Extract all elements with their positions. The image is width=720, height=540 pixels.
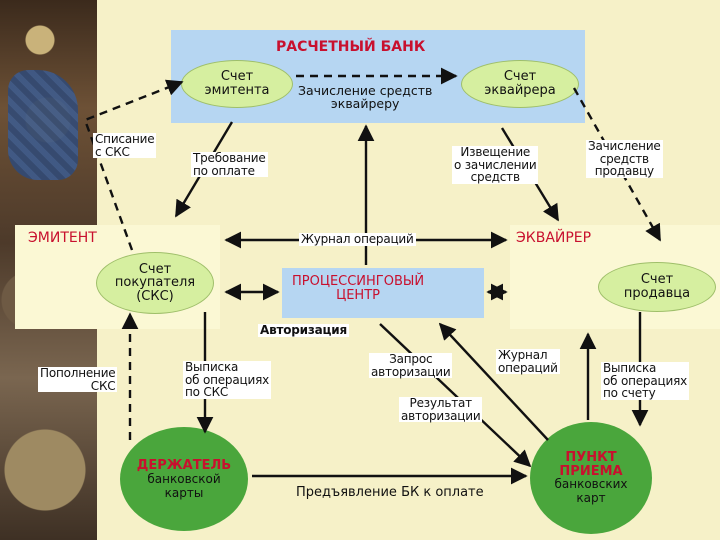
buyer-account-label: Счет покупателя (СКС) bbox=[114, 261, 196, 304]
label-write-off: Списание с СКС bbox=[93, 132, 157, 159]
acquirer-account-label: Счет эквайрера bbox=[484, 69, 556, 98]
seller-account-label: Счет продавца bbox=[623, 272, 691, 301]
cardholder-node: ДЕРЖАТЕЛЬ банковской карты bbox=[120, 427, 248, 531]
label-credit-notice: Извещение о зачислении средств bbox=[452, 145, 539, 185]
label-payment-request: Требование по оплате bbox=[191, 151, 268, 178]
issuer-account-node: Счет эмитента bbox=[181, 60, 293, 108]
label-account-statement: Выписка об операциях по счету bbox=[601, 361, 689, 401]
label-operations-journal-2: Журнал операций bbox=[496, 348, 560, 375]
settlement-bank-title: РАСЧЕТНЫЙ БАНК bbox=[276, 39, 426, 55]
label-auth-request: Запрос авторизации bbox=[369, 352, 453, 379]
label-skc-topup: Пополнение СКС bbox=[38, 366, 118, 393]
issuer-account-label: Счет эмитента bbox=[204, 69, 270, 98]
cardholder-subtitle: банковской карты bbox=[147, 472, 221, 500]
label-operations-journal: Журнал операций bbox=[299, 232, 416, 246]
label-card-presentment: Предъявление БК к оплате bbox=[296, 485, 484, 500]
emitent-title: ЭМИТЕНТ bbox=[28, 230, 97, 246]
acquirer-title: ЭКВАЙРЕР bbox=[516, 230, 592, 246]
label-credit-seller: Зачисление средств продавцу bbox=[586, 139, 663, 179]
transfer-to-acquirer-label: Зачисление средств эквайреру bbox=[298, 83, 433, 112]
buyer-account-node: Счет покупателя (СКС) bbox=[96, 252, 214, 314]
merchant-node: ПУНКТ ПРИЕМА банковских карт bbox=[530, 422, 652, 534]
acquirer-account-node: Счет эквайрера bbox=[461, 60, 579, 108]
seller-account-node: Счет продавца bbox=[598, 262, 716, 312]
merchant-title: ПУНКТ ПРИЕМА bbox=[559, 450, 623, 479]
label-skc-statement: Выписка об операциях по СКС bbox=[183, 360, 271, 400]
label-auth-result: Результат авторизации bbox=[399, 396, 483, 423]
fabric-decoration bbox=[8, 70, 78, 180]
processing-center-box bbox=[282, 268, 484, 318]
label-authorization: Авторизация bbox=[258, 323, 349, 337]
cardholder-title: ДЕРЖАТЕЛЬ bbox=[136, 458, 232, 474]
merchant-subtitle: банковских карт bbox=[554, 477, 628, 505]
processing-center-title: ПРОЦЕССИНГОВЫЙ ЦЕНТР bbox=[292, 274, 425, 303]
